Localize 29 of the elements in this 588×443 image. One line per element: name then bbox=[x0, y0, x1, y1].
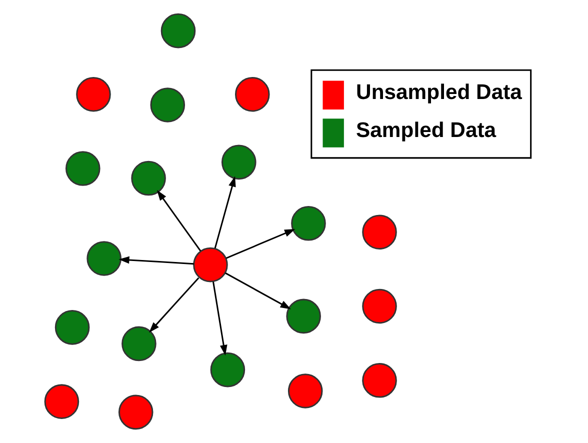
arrow bbox=[225, 272, 291, 310]
legend-label: Unsampled Data bbox=[356, 81, 522, 104]
node-circle bbox=[118, 394, 154, 430]
arrow bbox=[226, 229, 296, 259]
node-circle bbox=[86, 241, 122, 276]
node-circle bbox=[160, 13, 196, 48]
node-circle bbox=[210, 352, 246, 388]
node-circle bbox=[54, 310, 90, 345]
node-circle bbox=[193, 247, 228, 282]
node-circle bbox=[362, 288, 397, 324]
node-circle bbox=[286, 298, 321, 334]
node-circle bbox=[362, 214, 397, 250]
node-circle bbox=[362, 363, 397, 398]
node-circle bbox=[150, 88, 186, 122]
node-circle bbox=[288, 374, 323, 408]
node-circle bbox=[131, 160, 166, 196]
node-circle bbox=[65, 151, 100, 186]
arrow bbox=[212, 282, 228, 356]
node-circle bbox=[44, 384, 80, 419]
arrow bbox=[118, 256, 194, 265]
node-circle bbox=[122, 326, 156, 362]
node-circle bbox=[76, 76, 111, 112]
node-circle bbox=[221, 144, 256, 180]
arrow bbox=[149, 277, 200, 333]
node-circle bbox=[234, 76, 270, 112]
legend-label: Sampled Data bbox=[356, 119, 496, 142]
arrow bbox=[156, 190, 202, 252]
arrow bbox=[214, 176, 236, 249]
node-circle bbox=[291, 206, 326, 241]
